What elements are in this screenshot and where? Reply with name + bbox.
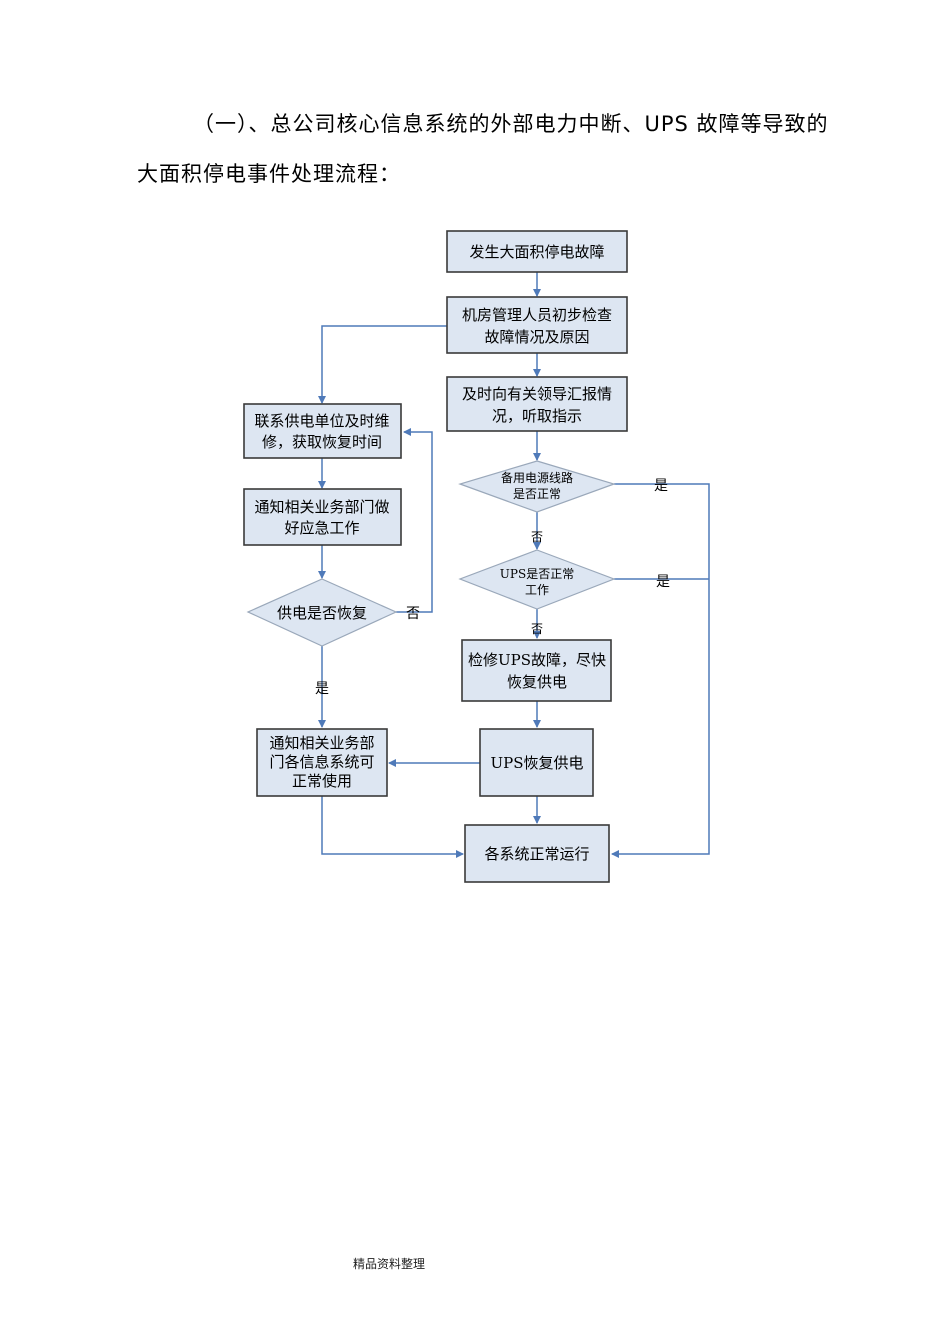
edge-notifyok-normal: [321, 796, 464, 858]
label-no-restored: 否: [406, 606, 420, 622]
node-notify-ok-line2: 门各信息系统可: [269, 753, 374, 771]
footer-note: 精品资料整理: [353, 1257, 426, 1271]
node-start-text: 发生大面积停电故障: [469, 243, 604, 261]
node-inspect-line2: 故障情况及原因: [484, 328, 589, 346]
node-contact-line2: 修，获取恢复时间: [262, 433, 382, 451]
node-notify-ok: 通知相关业务部 门各信息系统可 正常使用: [256, 728, 388, 797]
decision-backup-line2: 是否正常: [513, 487, 561, 501]
node-repair-ups: 检修UPS故障，尽快 恢复供电: [461, 639, 612, 702]
decision-backup-line1: 备用电源线路: [501, 470, 573, 485]
node-report-line2: 况，听取指示: [492, 407, 582, 425]
heading-line-1: （一）、总公司核心信息系统的外部电力中断、UPS 故障等导致的: [193, 112, 829, 136]
node-normal-operation: 各系统正常运行: [464, 824, 610, 883]
node-notify-emergency: 通知相关业务部门做 好应急工作: [243, 488, 402, 546]
label-yes-ups: 是: [656, 574, 670, 590]
node-repair-line1: 检修UPS故障，尽快: [468, 651, 606, 669]
edge-backup-yes: [611, 483, 710, 858]
decision-ups-line2: 工作: [525, 583, 549, 597]
decision-ups-working: UPS是否正常 工作: [458, 549, 616, 610]
label-no-backup: 否: [531, 530, 543, 544]
decision-backup-line: 备用电源线路 是否正常: [458, 460, 616, 513]
node-contact-line1: 联系供电单位及时维: [254, 412, 389, 430]
node-notify-emergency-line1: 通知相关业务部门做: [254, 498, 389, 516]
decision-ups-line1: UPS是否正常: [500, 567, 574, 581]
label-no-ups: 否: [531, 622, 543, 636]
node-ups-restored-text: UPS恢复供电: [490, 754, 583, 772]
label-yes-restored: 是: [315, 681, 329, 697]
node-notify-emergency-line2: 好应急工作: [284, 519, 359, 537]
node-report: 及时向有关领导汇报情 况，听取指示: [446, 376, 628, 432]
edge-inspect-contact: [318, 325, 447, 404]
decision-power-restored: 供电是否恢复: [246, 578, 398, 647]
node-inspect: 机房管理人员初步检查 故障情况及原因: [446, 296, 628, 354]
decision-power-restored-text: 供电是否恢复: [277, 604, 367, 622]
node-ups-restored: UPS恢复供电: [479, 728, 594, 797]
node-start: 发生大面积停电故障: [446, 230, 628, 273]
node-inspect-line1: 机房管理人员初步检查: [462, 306, 612, 324]
node-report-line1: 及时向有关领导汇报情: [462, 385, 612, 403]
edge-restoredq-no: [396, 428, 433, 613]
node-contact-supplier: 联系供电单位及时维 修，获取恢复时间: [243, 403, 402, 459]
node-normal-operation-text: 各系统正常运行: [484, 845, 589, 863]
heading-line-2: 大面积停电事件处理流程：: [137, 162, 401, 186]
node-notify-ok-line3: 正常使用: [292, 772, 352, 790]
node-repair-line2: 恢复供电: [507, 673, 567, 691]
label-yes-backup: 是: [654, 478, 668, 494]
node-notify-ok-line1: 通知相关业务部: [269, 734, 374, 752]
connectors: [318, 272, 710, 858]
